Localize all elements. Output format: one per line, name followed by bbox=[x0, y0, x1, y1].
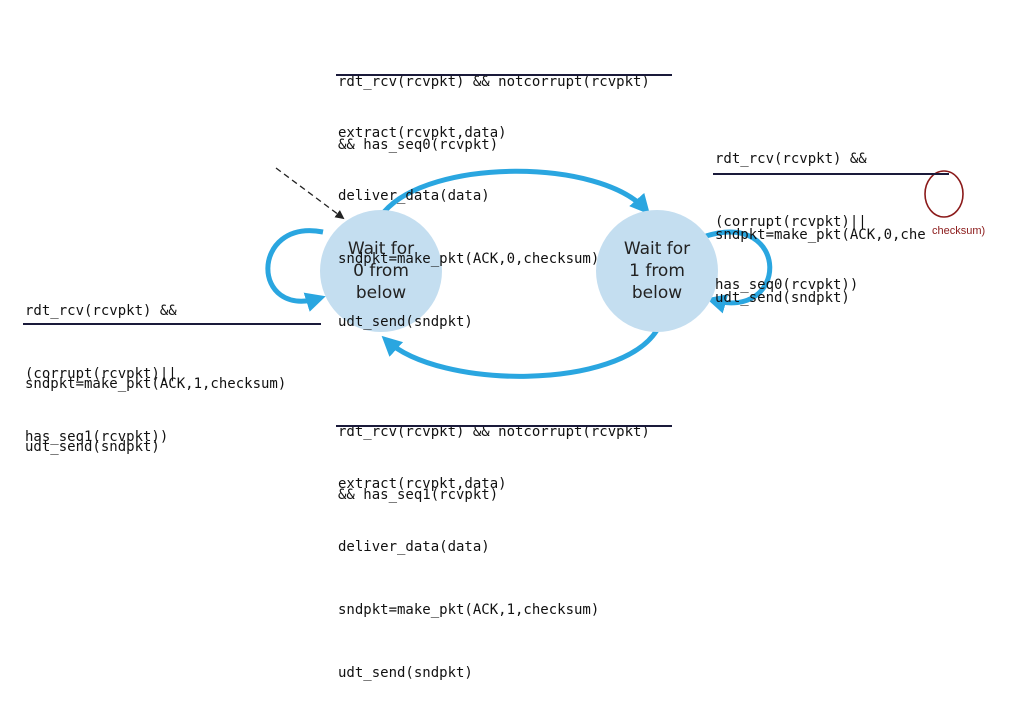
bottom-divider bbox=[336, 425, 672, 427]
event-line: rdt_rcv(rcvpkt) && notcorrupt(rcvpkt) bbox=[338, 424, 650, 440]
top-action: extract(rcvpkt,data) deliver_data(data) … bbox=[338, 81, 599, 375]
bottom-event: rdt_rcv(rcvpkt) && notcorrupt(rcvpkt) &&… bbox=[338, 380, 650, 548]
annotation-circle bbox=[924, 170, 964, 218]
event-line: && has_seq1(rcvpkt) bbox=[338, 487, 499, 503]
left-event: rdt_rcv(rcvpkt) && (corrupt(rcvpkt)|| ha… bbox=[25, 259, 177, 490]
left-selfloop-arrow bbox=[265, 228, 326, 312]
bottom-transition-arrow bbox=[381, 328, 660, 379]
action-line: sndpkt=make_pkt(ACK,0,checksum) bbox=[338, 251, 600, 267]
action-line: sndpkt=make_pkt(ACK,1,checksum) bbox=[25, 376, 287, 392]
action-line: sndpkt=make_pkt(ACK,1,checksum) bbox=[338, 602, 600, 618]
action-line: extract(rcvpkt,data) bbox=[338, 476, 507, 492]
checksum-annotation: checksum) bbox=[932, 225, 986, 237]
action-line: udt_send(sndpkt) bbox=[715, 290, 850, 306]
state-label-line: below bbox=[631, 283, 683, 303]
state-label-line: 1 from bbox=[629, 261, 685, 281]
event-line: (corrupt(rcvpkt)|| bbox=[715, 214, 867, 230]
event-line: && has_seq0(rcvpkt) bbox=[338, 137, 499, 153]
event-line: rdt_rcv(rcvpkt) && notcorrupt(rcvpkt) bbox=[338, 74, 650, 90]
state-label-line: below bbox=[355, 283, 407, 303]
state-label-line: Wait for bbox=[623, 239, 691, 259]
action-line: deliver_data(data) bbox=[338, 188, 490, 204]
action-line: deliver_data(data) bbox=[338, 539, 490, 555]
right-divider bbox=[713, 173, 949, 175]
action-line: sndpkt=make_pkt(ACK,0,che bbox=[715, 227, 926, 243]
state-label-line: 0 from bbox=[353, 261, 409, 281]
top-divider bbox=[336, 74, 672, 76]
event-line: has_seq0(rcvpkt)) bbox=[715, 277, 859, 293]
action-line: udt_send(sndpkt) bbox=[338, 314, 473, 330]
left-action: sndpkt=make_pkt(ACK,1,checksum) udt_send… bbox=[25, 332, 286, 500]
bottom-action: extract(rcvpkt,data) deliver_data(data) … bbox=[338, 432, 599, 726]
initial-arrow bbox=[275, 167, 345, 220]
transition-arrows bbox=[265, 167, 964, 379]
event-line: (corrupt(rcvpkt)|| bbox=[25, 366, 177, 382]
right-action: sndpkt=make_pkt(ACK,0,che udt_send(sndpk… bbox=[715, 183, 926, 351]
event-line: rdt_rcv(rcvpkt) && bbox=[25, 303, 177, 319]
right-selfloop-arrow bbox=[705, 229, 773, 314]
right-event: rdt_rcv(rcvpkt) && (corrupt(rcvpkt)|| ha… bbox=[715, 107, 867, 338]
action-line: extract(rcvpkt,data) bbox=[338, 125, 507, 141]
action-line: udt_send(sndpkt) bbox=[25, 439, 160, 455]
action-line: udt_send(sndpkt) bbox=[338, 665, 473, 681]
left-divider bbox=[23, 323, 321, 325]
top-event: rdt_rcv(rcvpkt) && notcorrupt(rcvpkt) &&… bbox=[338, 30, 650, 198]
event-line: has_seq1(rcvpkt)) bbox=[25, 429, 169, 445]
state-label-line: Wait for bbox=[347, 239, 415, 259]
event-line: rdt_rcv(rcvpkt) && bbox=[715, 151, 867, 167]
top-transition-arrow bbox=[382, 168, 650, 215]
